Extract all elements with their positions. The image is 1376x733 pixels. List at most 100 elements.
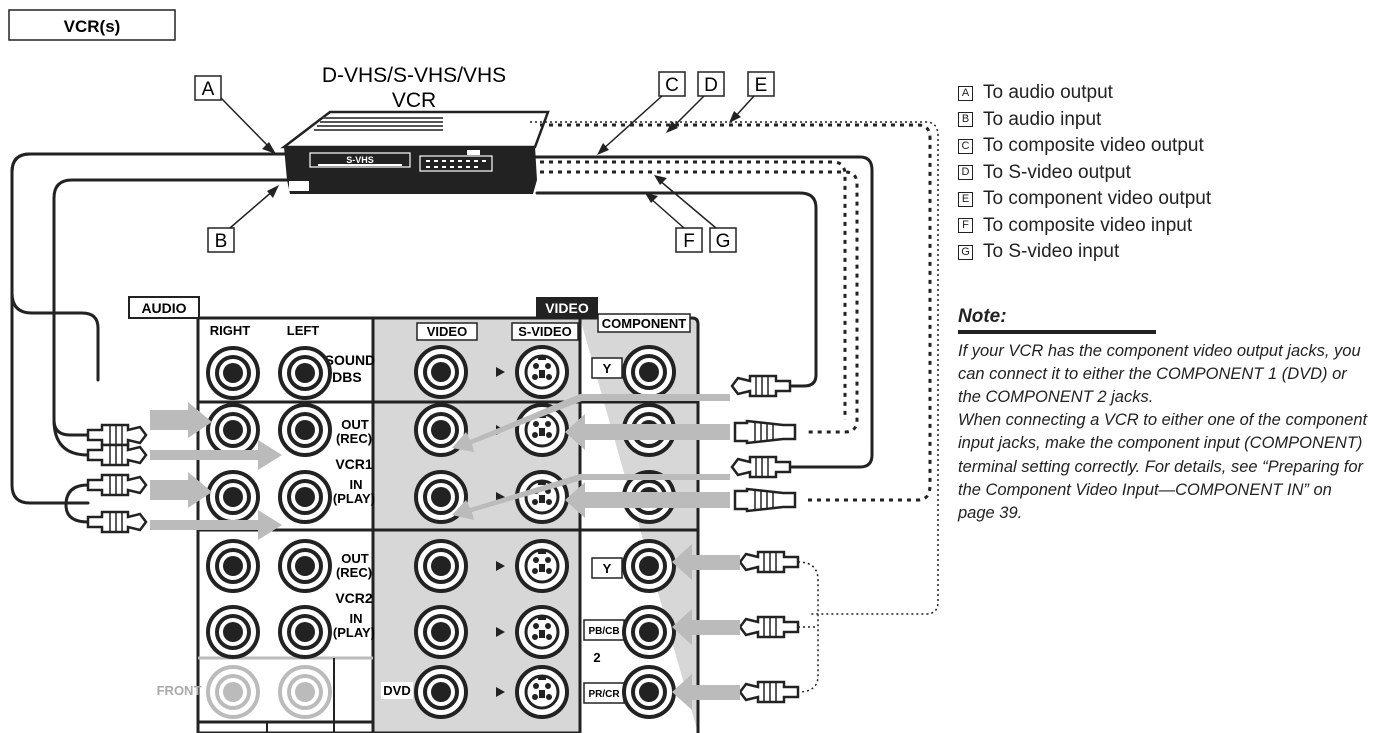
plug-comp-pb [740, 617, 798, 637]
vcr1-rec-label: (REC) [336, 431, 372, 446]
col-svideo-label: S-VIDEO [518, 324, 571, 339]
connection-diagram: VCR(s) D-VHS/S-VHS/VHS VCR AUDIO VIDEO R… [8, 9, 939, 733]
cable-audio-output-b [10, 152, 286, 505]
cable-component-dotted [530, 121, 939, 615]
note-paragraph-1: If your VCR has the component video outp… [958, 341, 1361, 406]
legend-key: C [958, 138, 973, 154]
comp2-y-label: Y [603, 561, 612, 576]
jack-dvd-svideo[interactable] [515, 665, 569, 719]
front-label: FRONT [157, 683, 202, 698]
dbs-label: /DBS [328, 369, 361, 385]
legend-item: F To composite video input [958, 213, 1368, 240]
comp1-y-label: Y [603, 361, 612, 376]
note-title: Note: [958, 306, 1156, 334]
col-left-label: LEFT [287, 323, 320, 338]
legend-key: E [958, 191, 973, 207]
vcr2-label: VCR2 [335, 590, 373, 606]
jack-front-left[interactable] [278, 665, 332, 719]
jack-dvd-video[interactable] [414, 665, 468, 719]
flow-arrows [150, 378, 740, 710]
jack-vcr2-in-svideo[interactable] [515, 605, 569, 659]
jack-comp2-pb[interactable] [622, 605, 676, 659]
vcr-badge: S-VHS [346, 155, 374, 165]
jack-vcr2-out-video[interactable] [414, 539, 468, 593]
section-title-text: VCR(s) [64, 17, 121, 36]
legend-item: D To S-video output [958, 160, 1368, 187]
callout-g: G [716, 231, 731, 252]
jack-tv-svideo[interactable] [515, 345, 569, 399]
jack-vcr2-out-svideo[interactable] [515, 539, 569, 593]
jack-comp1-y[interactable] [622, 345, 676, 399]
legend-text: To composite video output [983, 135, 1204, 157]
jack-comp2-y[interactable] [622, 539, 676, 593]
device-name-line2: VCR [392, 89, 436, 112]
jack-vcr1-in-right[interactable] [206, 470, 260, 524]
legend-text: To audio input [983, 108, 1102, 130]
cables [10, 152, 874, 524]
vcr1-label: VCR1 [335, 456, 373, 472]
jack-vcr2-in-left[interactable] [278, 605, 332, 659]
jack-vcr2-out-left[interactable] [278, 539, 332, 593]
col-component-label: COMPONENT [602, 316, 687, 331]
jack-vcr2-in-right[interactable] [206, 605, 260, 659]
component-dotted-cable [530, 121, 939, 693]
vcr2-rec-label: (REC) [336, 565, 372, 580]
audio-header: AUDIO [141, 300, 186, 316]
vcr1-play-label: (PLAY) [333, 491, 375, 506]
cable-svideo-output [540, 170, 859, 434]
vcr1-in-label: IN [350, 477, 363, 492]
vcr2-out-label: OUT [341, 551, 369, 566]
plug-audio-output-left [86, 510, 148, 534]
jack-tv-video[interactable] [414, 345, 468, 399]
legend-key: A [958, 85, 973, 101]
note-paragraph-2: When connecting a VCR to either one of t… [958, 411, 1368, 522]
col-right-label: RIGHT [210, 323, 251, 338]
legend-key: D [958, 165, 973, 181]
section-title: VCR(s) [8, 9, 176, 41]
jack-vcr1-in-left[interactable] [278, 470, 332, 524]
callout-c: C [665, 75, 679, 96]
vcr2-in-label: IN [350, 611, 363, 626]
plug-svideo-input [733, 487, 797, 513]
plug-audio-input-left [86, 443, 148, 467]
jack-vcr2-in-video[interactable] [414, 605, 468, 659]
legend-key: B [958, 112, 973, 128]
vcr1-out-label: OUT [341, 417, 369, 432]
vcr-device: S-VHS [280, 110, 550, 194]
callout-a: A [202, 79, 215, 100]
jack-vcr2-out-right[interactable] [206, 539, 260, 593]
plug-comp-y [740, 552, 798, 572]
jack-vcr1-out-right[interactable] [206, 403, 260, 457]
legend-text: To S-video input [983, 241, 1120, 263]
jack-comp2-pr[interactable] [622, 665, 676, 719]
legend-item: B To audio input [958, 107, 1368, 134]
legend-key: F [958, 218, 973, 234]
device-name-line1: D-VHS/S-VHS/VHS [322, 64, 506, 87]
comp2-pr-label: PR/CR [588, 689, 620, 700]
video-header: VIDEO [545, 300, 589, 316]
callout-f: F [683, 231, 695, 252]
plug-audio-output-right [86, 473, 148, 497]
jack-tv-left[interactable] [278, 346, 332, 400]
legend-text: To composite video input [983, 214, 1193, 236]
jack-vcr1-in-svideo[interactable] [515, 470, 569, 524]
plug-audio-input-right [86, 423, 148, 447]
jack-vcr1-out-left[interactable] [278, 403, 332, 457]
jack-front-right[interactable] [206, 665, 260, 719]
cable-composite-output [533, 155, 874, 469]
legend-item: C To composite video output [958, 133, 1368, 160]
vcr2-play-label: (PLAY) [333, 625, 375, 640]
legend-text: To S-video output [983, 161, 1131, 183]
comp2-pb-label: PB/CB [588, 626, 619, 637]
plug-composite-output [732, 457, 790, 477]
cable-composite-input [535, 191, 818, 388]
jack-tv-right[interactable] [206, 346, 260, 400]
col-video-label: VIDEO [427, 324, 467, 339]
plug-composite-input [732, 376, 790, 396]
comp2-number: 2 [593, 650, 600, 665]
